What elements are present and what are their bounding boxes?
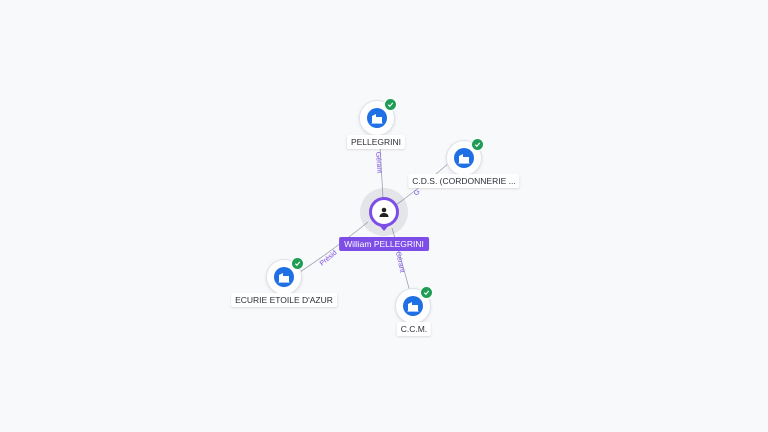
building-icon [367,108,387,128]
edge-label-pellegrini: Gérant [374,152,382,174]
company-label-pellegrini[interactable]: PELLEGRINI [346,135,406,149]
company-node-cds[interactable] [446,138,484,176]
edge-label-ccm: Gérant [394,251,405,273]
company-node-ecurie[interactable] [266,257,304,295]
building-icon [454,148,474,168]
verified-check-icon [291,257,304,270]
verified-check-icon [384,98,397,111]
building-icon [274,267,294,287]
verified-check-icon [420,286,433,299]
edge-ecurie [299,221,369,273]
person-label[interactable]: William PELLEGRINI [339,237,429,251]
company-circle [446,140,482,176]
verified-check-icon [471,138,484,151]
company-circle [266,259,302,295]
building-icon [403,296,423,316]
company-label-ccm[interactable]: C.C.M. [396,322,432,336]
person-node[interactable] [369,197,399,227]
edge-label-cds: G [413,189,422,197]
company-label-ecurie[interactable]: ECURIE ETOILE D'AZUR [231,293,337,307]
person-icon [379,207,389,217]
company-node-ccm[interactable] [395,286,433,324]
edge-ccm [391,227,411,293]
company-circle [395,288,431,324]
company-label-cds[interactable]: C.D.S. (CORDONNERIE ... [408,174,520,188]
company-node-pellegrini[interactable] [359,98,397,136]
person-pin-tip [378,224,390,231]
